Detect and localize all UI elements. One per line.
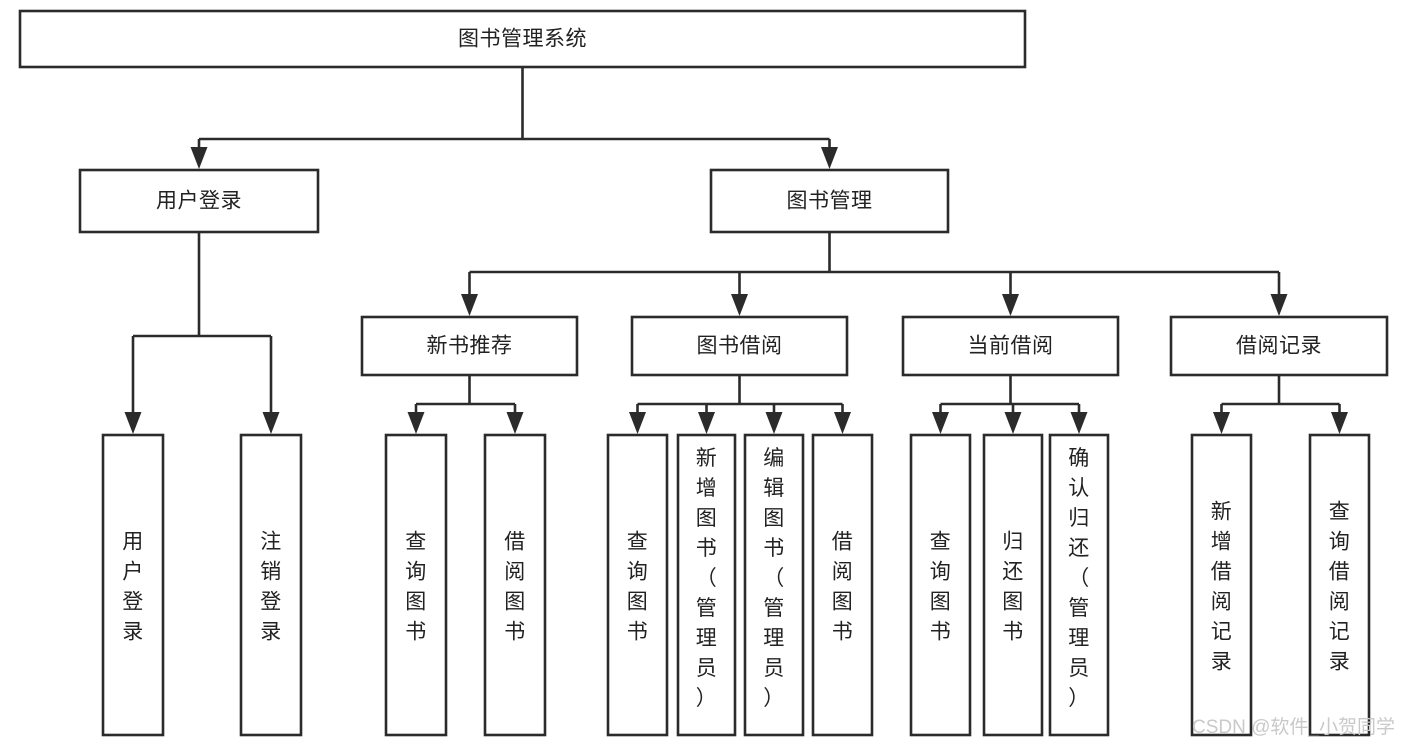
node-book-manage[interactable]: 图书管理 bbox=[709, 168, 950, 234]
arrow-head-icon bbox=[821, 147, 838, 169]
node-box-leaf-borrow-add[interactable] bbox=[676, 433, 737, 737]
node-label-leaf-cur-query: 查询图书 bbox=[930, 530, 952, 643]
node-label-leaf-rec-add: 新增借阅记录 bbox=[1211, 500, 1233, 673]
arrow-head-icon bbox=[1002, 294, 1019, 316]
node-label-root: 图书管理系统 bbox=[458, 28, 587, 51]
node-label-leaf-borrow-query: 查询图书 bbox=[627, 530, 649, 643]
node-box-leaf-cur-return[interactable] bbox=[982, 433, 1044, 737]
arrow-head-icon bbox=[124, 412, 142, 434]
node-leaf-rec-query[interactable]: 查询图书 bbox=[384, 433, 448, 737]
csdn-watermark: CSDN @软件_小贺同学 bbox=[1192, 716, 1395, 738]
node-label-leaf-cur-confirm: 确认归还（管理员） bbox=[1068, 447, 1090, 710]
node-leaf-rec-query2[interactable]: 查询借阅记录 bbox=[1308, 433, 1371, 737]
connector-group-book-manage bbox=[461, 232, 1288, 316]
connector-group-user-login bbox=[124, 232, 280, 434]
arrow-head-icon bbox=[731, 294, 748, 316]
node-label-leaf-cur-return: 归还图书 bbox=[1002, 530, 1024, 643]
node-leaf-cur-confirm[interactable]: 确认归还（管理员） bbox=[1048, 433, 1110, 737]
arrow-head-icon bbox=[698, 412, 715, 434]
node-label-book-manage: 图书管理 bbox=[787, 190, 873, 213]
node-leaf-cur-return[interactable]: 归还图书 bbox=[982, 433, 1044, 737]
arrow-head-icon bbox=[1004, 412, 1022, 434]
node-leaf-user-logout[interactable]: 注销登录 bbox=[239, 433, 303, 737]
node-root[interactable]: 图书管理系统 bbox=[18, 9, 1027, 69]
node-leaf-borrow-add[interactable]: 新增图书（管理员） bbox=[676, 433, 737, 737]
arrow-head-icon bbox=[1270, 294, 1288, 316]
node-box-new-book-rec[interactable] bbox=[360, 315, 579, 377]
arrow-head-icon bbox=[834, 412, 851, 434]
node-box-borrow-record[interactable] bbox=[1169, 315, 1389, 377]
node-leaf-borrow-edit[interactable]: 编辑图书（管理员） bbox=[743, 433, 805, 737]
arrow-head-icon bbox=[262, 412, 280, 434]
node-borrow-record[interactable]: 借阅记录 bbox=[1169, 315, 1389, 377]
node-box-leaf-rec-query2[interactable] bbox=[1308, 433, 1371, 737]
arrow-head-icon bbox=[407, 412, 425, 434]
node-box-leaf-borrow-query[interactable] bbox=[606, 433, 669, 737]
arrow-head-icon bbox=[1070, 412, 1088, 434]
node-box-leaf-cur-query[interactable] bbox=[909, 433, 972, 737]
node-leaf-borrow-do[interactable]: 借阅图书 bbox=[811, 433, 874, 737]
node-box-book-manage[interactable] bbox=[709, 168, 950, 234]
node-book-borrow[interactable]: 图书借阅 bbox=[630, 315, 849, 377]
node-box-leaf-rec-borrow[interactable] bbox=[483, 433, 547, 737]
node-box-leaf-borrow-do[interactable] bbox=[811, 433, 874, 737]
connector-group-book-borrow bbox=[629, 375, 851, 434]
connector-group-new-book-rec bbox=[407, 375, 524, 434]
connector-group-root bbox=[190, 67, 838, 169]
node-label-leaf-borrow-do: 借阅图书 bbox=[832, 530, 854, 643]
connector-group-borrow-record bbox=[1213, 375, 1348, 434]
connector-group-current-borrow bbox=[932, 375, 1088, 434]
node-leaf-rec-borrow[interactable]: 借阅图书 bbox=[483, 433, 547, 737]
node-label-leaf-user-login: 用户登录 bbox=[122, 530, 144, 643]
node-box-book-borrow[interactable] bbox=[630, 315, 849, 377]
node-label-leaf-rec-borrow: 借阅图书 bbox=[504, 530, 526, 643]
node-box-root[interactable] bbox=[18, 9, 1027, 69]
node-label-leaf-rec-query2: 查询借阅记录 bbox=[1329, 500, 1351, 673]
arrow-head-icon bbox=[461, 294, 478, 316]
node-new-book-rec[interactable]: 新书推荐 bbox=[360, 315, 579, 377]
node-label-leaf-borrow-edit: 编辑图书（管理员） bbox=[763, 447, 785, 710]
node-leaf-rec-add[interactable]: 新增借阅记录 bbox=[1190, 433, 1253, 737]
node-label-new-book-rec: 新书推荐 bbox=[427, 335, 513, 358]
arrow-head-icon bbox=[506, 412, 524, 434]
node-box-leaf-rec-add[interactable] bbox=[1190, 433, 1253, 737]
node-layer: 图书管理系统用户登录图书管理新书推荐图书借阅当前借阅借阅记录用户登录注销登录查询… bbox=[18, 9, 1389, 737]
node-label-leaf-rec-query: 查询图书 bbox=[405, 530, 427, 643]
node-box-current-borrow[interactable] bbox=[901, 315, 1120, 377]
arrow-head-icon bbox=[932, 412, 949, 434]
node-label-borrow-record: 借阅记录 bbox=[1236, 335, 1322, 358]
node-box-leaf-user-logout[interactable] bbox=[239, 433, 303, 737]
arrow-head-icon bbox=[1213, 412, 1230, 434]
node-box-leaf-user-login[interactable] bbox=[101, 433, 165, 737]
connector-layer bbox=[124, 67, 1348, 434]
node-box-leaf-cur-confirm[interactable] bbox=[1048, 433, 1110, 737]
arrow-head-icon bbox=[190, 147, 208, 169]
arrow-head-icon bbox=[629, 412, 646, 434]
node-label-leaf-user-logout: 注销登录 bbox=[260, 530, 282, 643]
node-leaf-cur-query[interactable]: 查询图书 bbox=[909, 433, 972, 737]
node-label-current-borrow: 当前借阅 bbox=[968, 335, 1054, 358]
node-user-login[interactable]: 用户登录 bbox=[78, 168, 320, 234]
arrow-head-icon bbox=[765, 412, 783, 434]
arrow-head-icon bbox=[1331, 412, 1348, 434]
node-label-book-borrow: 图书借阅 bbox=[697, 335, 783, 358]
node-leaf-user-login[interactable]: 用户登录 bbox=[101, 433, 165, 737]
node-box-leaf-borrow-edit[interactable] bbox=[743, 433, 805, 737]
node-label-leaf-borrow-add: 新增图书（管理员） bbox=[696, 447, 718, 710]
node-current-borrow[interactable]: 当前借阅 bbox=[901, 315, 1120, 377]
node-label-user-login: 用户登录 bbox=[156, 190, 242, 213]
node-box-user-login[interactable] bbox=[78, 168, 320, 234]
node-leaf-borrow-query[interactable]: 查询图书 bbox=[606, 433, 669, 737]
node-box-leaf-rec-query[interactable] bbox=[384, 433, 448, 737]
